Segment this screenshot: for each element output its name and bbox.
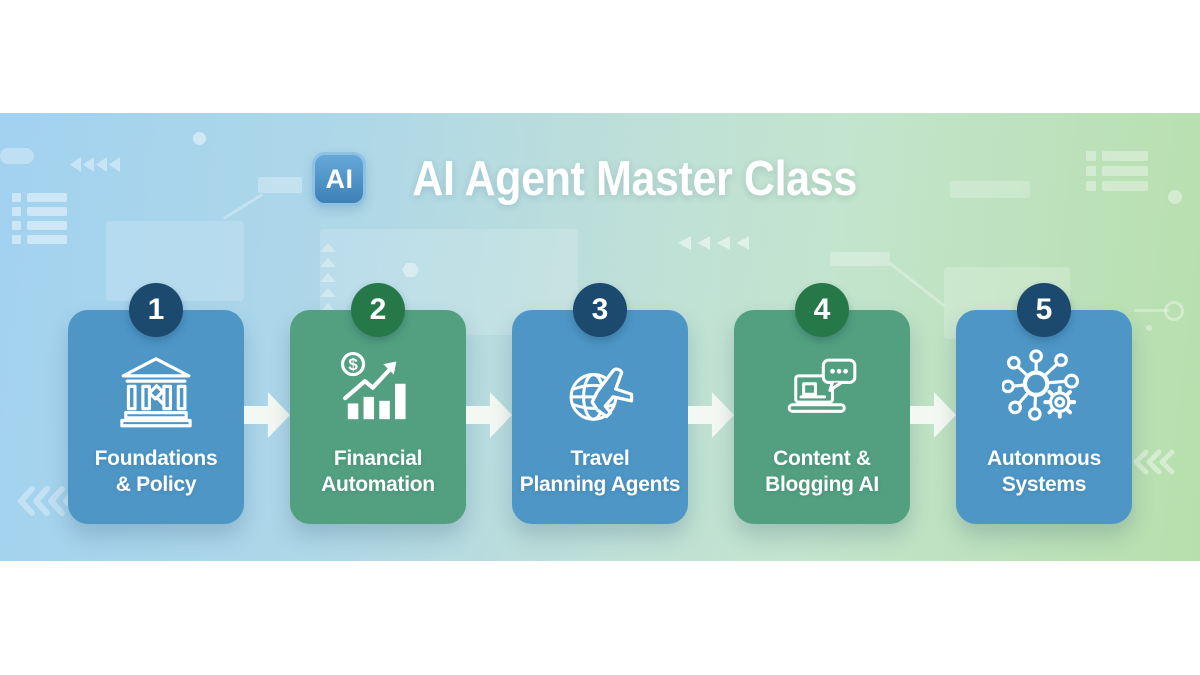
arrow-right-icon	[910, 392, 956, 438]
step-card-autonomous-systems: 5	[956, 283, 1132, 524]
decor-circuit-node	[1164, 301, 1184, 321]
decor-dot	[1146, 325, 1152, 331]
decor-dot	[193, 132, 206, 145]
decor-list-rows	[12, 193, 67, 249]
decor-dot	[1168, 190, 1182, 204]
step-number-badge: 3	[573, 283, 627, 337]
decor-connector-line	[888, 261, 946, 308]
arrow-right-icon	[688, 392, 734, 438]
finance-growth-chart-icon: $	[336, 346, 420, 432]
decor-round-chevrons	[1132, 449, 1176, 480]
decor-panel	[106, 221, 244, 301]
step-label: Content &Blogging AI	[765, 447, 879, 496]
banner-background: AI AI Agent Master Class 1	[0, 113, 1200, 561]
decor-chevrons-up	[320, 243, 336, 318]
arrow-right-icon	[466, 392, 512, 438]
network-hub-gear-icon	[1002, 346, 1086, 432]
decor-list-rows	[1086, 151, 1148, 196]
step-number-badge: 5	[1017, 283, 1071, 337]
decor-chevrons-left	[678, 236, 751, 255]
globe-airplane-icon	[558, 346, 642, 432]
bank-gavel-icon	[114, 346, 198, 432]
laptop-chat-bubble-icon	[780, 346, 864, 432]
decor-hexagon	[402, 263, 419, 277]
svg-text:$: $	[348, 355, 358, 374]
step-label: Foundations& Policy	[94, 447, 218, 496]
step-card-content-blogging: 4 Content &Blogging AI	[734, 283, 910, 524]
decor-stripe	[0, 148, 34, 164]
ai-logo-label: AI	[325, 163, 354, 194]
title-row: AI AI Agent Master Class	[0, 151, 1200, 207]
decor-node-rect	[950, 181, 1030, 198]
step-card-foundations-policy: 1 Foundatio	[68, 283, 244, 524]
step-number-badge: 1	[129, 283, 183, 337]
step-number-badge: 4	[795, 283, 849, 337]
step-number-badge: 2	[351, 283, 405, 337]
steps-row: 1 Foundatio	[0, 283, 1200, 524]
decor-chevrons-left	[70, 157, 122, 177]
decor-node-rect	[258, 177, 302, 193]
decor-circuit-line	[1134, 309, 1170, 312]
page-title: AI Agent Master Class	[412, 152, 858, 206]
decor-node-rect	[830, 252, 890, 266]
arrow-right-icon	[244, 392, 290, 438]
ai-logo-badge: AI	[312, 152, 367, 206]
